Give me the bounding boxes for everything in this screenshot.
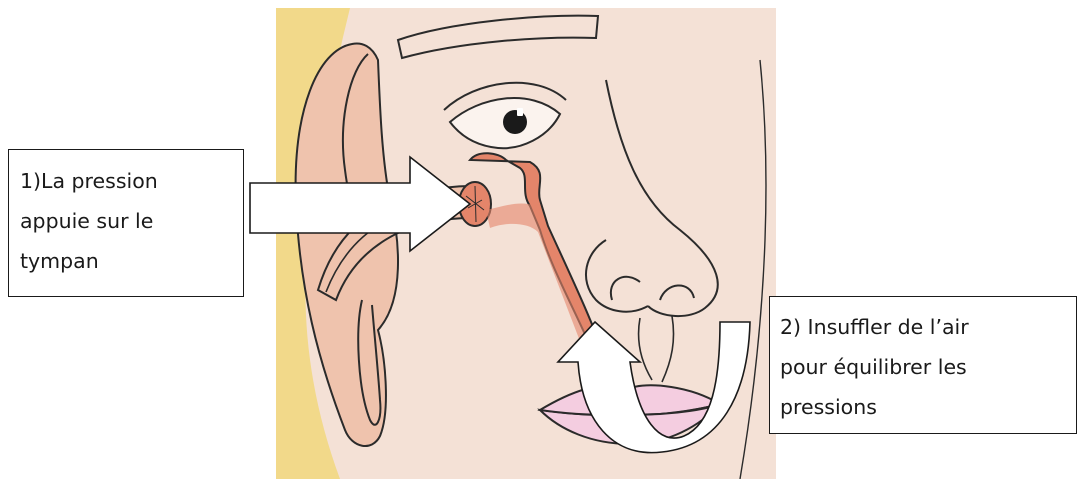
callout-2-line-3: pressions bbox=[780, 387, 1066, 427]
iris bbox=[503, 110, 527, 134]
callout-blow-air: 2) Insuffler de l’air pour équilibrer le… bbox=[769, 296, 1077, 434]
callout-1-line-2: appuie sur le bbox=[20, 201, 233, 241]
callout-2-line-1: 2) Insuffler de l’air bbox=[780, 307, 1066, 347]
callout-1-line-1: 1)La pression bbox=[20, 161, 233, 201]
callout-pressure-eardrum: 1)La pression appuie sur le tympan bbox=[8, 149, 244, 297]
callout-1-line-3: tympan bbox=[20, 241, 233, 281]
face-illustration bbox=[276, 8, 776, 479]
callout-2-line-2: pour équilibrer les bbox=[780, 347, 1066, 387]
eye-highlight bbox=[517, 108, 523, 116]
